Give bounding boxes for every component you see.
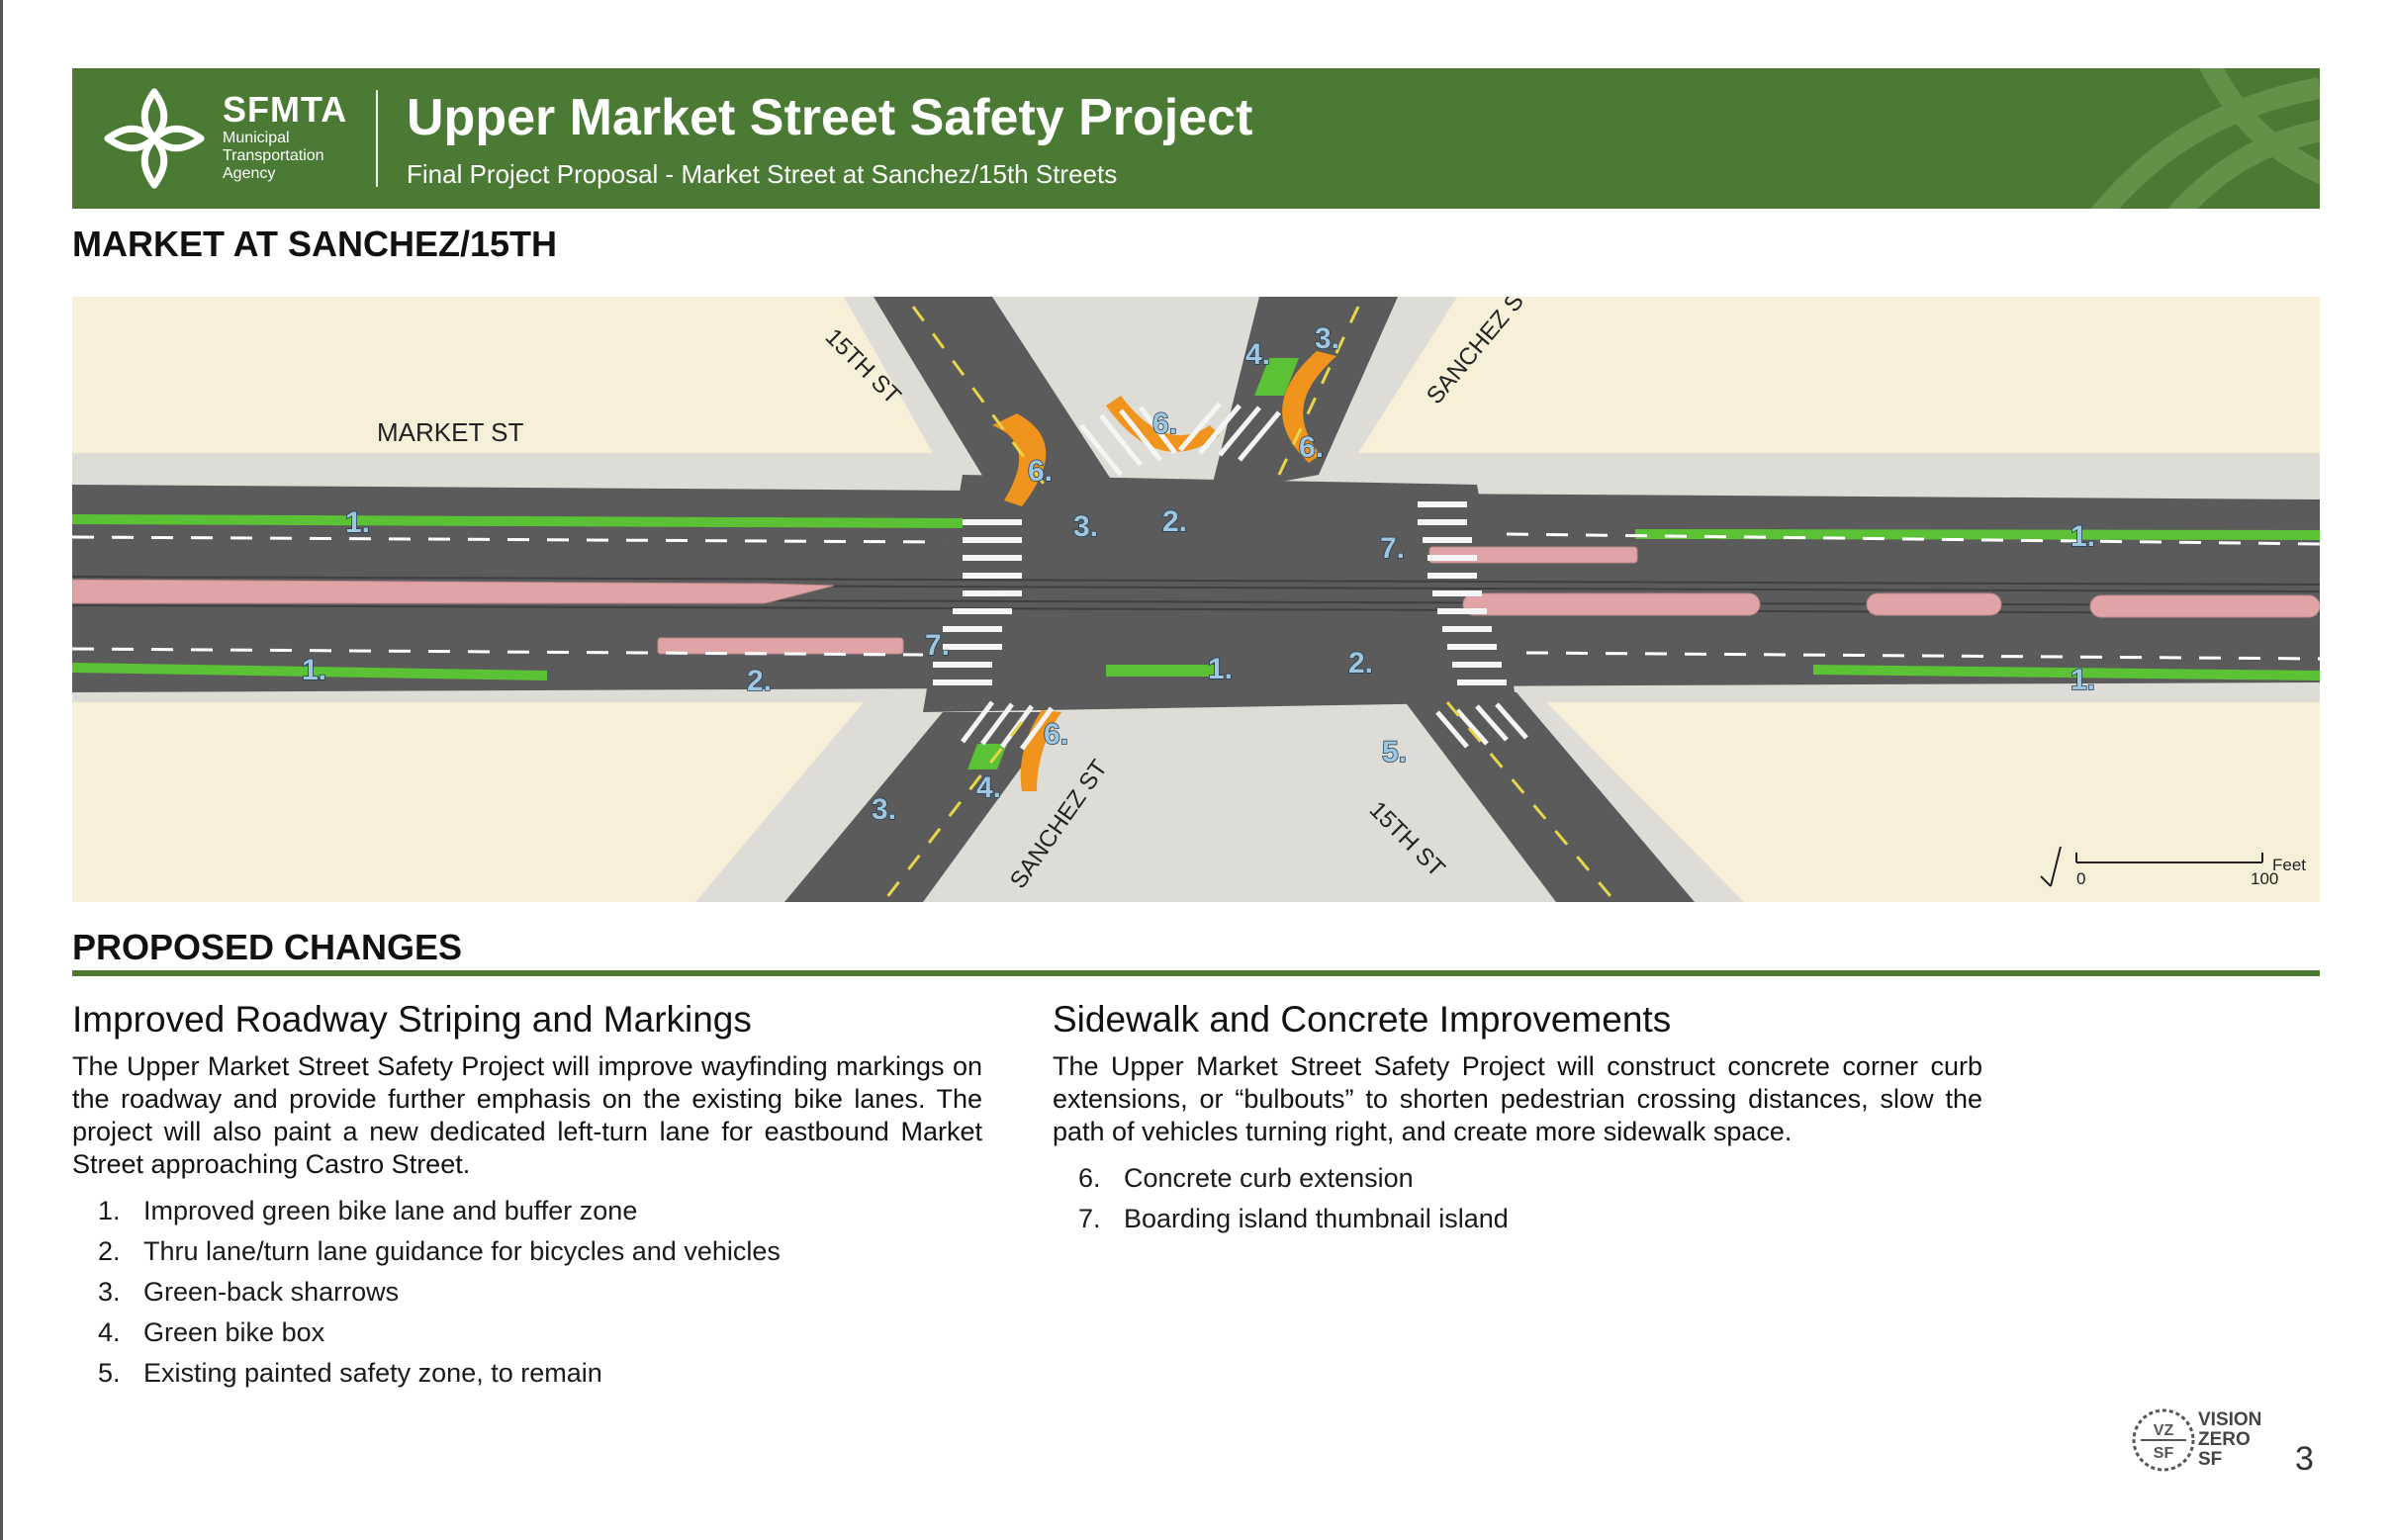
scale-start: 0	[2076, 869, 2085, 888]
section-divider	[72, 970, 2320, 976]
center-striping	[881, 306, 1617, 902]
right-heading: Sidewalk and Concrete Improvements	[1053, 999, 1672, 1040]
vz-line: VISION	[2198, 1409, 2262, 1430]
left-paragraph: The Upper Market Street Safety Project w…	[72, 1051, 982, 1179]
sfmta-logo-text: SFMTA Municipal Transportation Agency	[223, 90, 347, 183]
marker-7: 7.	[925, 629, 950, 662]
street-label-market: MARKET ST	[377, 417, 523, 447]
left-heading: Improved Roadway Striping and Markings	[72, 999, 752, 1040]
left-list: 1. Improved green bike lane and buffer zo…	[72, 1191, 982, 1394]
right-list: 6. Concrete curb extension 7. Boarding isl…	[1053, 1158, 1982, 1239]
marker-1: 1.	[2070, 520, 2095, 553]
list-item: 3. Green-back sharrows	[72, 1272, 982, 1313]
right-column: Sidewalk and Concrete Improvements The U…	[1053, 999, 1982, 1239]
marker-1: 1.	[345, 506, 370, 539]
list-number: 5.	[98, 1358, 121, 1388]
marker-4: 4.	[976, 771, 1001, 804]
list-item: 1. Improved green bike lane and buffer zo…	[72, 1191, 982, 1231]
scale-unit: Feet	[2272, 856, 2306, 874]
logo-sub-line: Transportation	[223, 147, 324, 164]
marker-2: 2.	[747, 665, 772, 697]
list-text: Boarding island thumbnail island	[1124, 1204, 1509, 1233]
marker-2: 2.	[1162, 505, 1187, 538]
marker-6: 6.	[1044, 718, 1068, 751]
list-number: 6.	[1078, 1163, 1101, 1193]
marker-6: 6.	[1152, 408, 1177, 440]
logo-name: SFMTA	[223, 89, 348, 130]
list-text: Existing painted safety zone, to remain	[143, 1358, 602, 1388]
marker-3: 3.	[1073, 510, 1098, 543]
page-number: 3	[2295, 1440, 2314, 1478]
list-number: 1.	[98, 1196, 121, 1225]
boarding-islands	[72, 546, 2320, 655]
marker-6: 6.	[1028, 455, 1053, 488]
vision-zero-logo-icon: VZ SF	[2132, 1408, 2195, 1472]
list-number: 3.	[98, 1277, 121, 1307]
vz-letters-bottom: SF	[2154, 1445, 2174, 1462]
logo-sub-line: Municipal	[223, 130, 290, 146]
fifteenth-st-nw-road	[874, 297, 1121, 524]
header-divider	[376, 90, 378, 187]
logo-sub-line: Agency	[223, 165, 276, 182]
list-item: 7. Boarding island thumbnail island	[1053, 1199, 1982, 1239]
crosswalks	[933, 501, 1507, 685]
section-title-proposed: PROPOSED CHANGES	[72, 927, 463, 967]
bike-lanes	[72, 358, 2320, 770]
marker-5: 5.	[1382, 736, 1407, 769]
marker-1: 1.	[2070, 664, 2095, 696]
vz-letters-top: VZ	[2154, 1422, 2174, 1439]
list-text: Concrete curb extension	[1124, 1163, 1414, 1193]
header-decoration-icon	[2090, 68, 2320, 209]
marker-1: 1.	[302, 654, 326, 686]
list-item: 5. Existing painted safety zone, to remai…	[72, 1353, 982, 1394]
list-item: 6. Concrete curb extension	[1053, 1158, 1982, 1199]
intersection-diagram: MARKET ST 15TH ST SANCHEZ ST SANCHEZ ST …	[72, 297, 2320, 902]
fifteenth-st-se-road	[1398, 692, 1695, 902]
list-text: Green-back sharrows	[143, 1277, 400, 1307]
list-text: Thru lane/turn lane guidance for bicycle…	[143, 1236, 781, 1266]
left-column: Improved Roadway Striping and Markings T…	[72, 999, 982, 1394]
marker-6: 6.	[1299, 431, 1324, 464]
section-title-intersection: MARKET AT SANCHEZ/15TH	[72, 224, 558, 264]
scale-end: 100	[2251, 869, 2278, 888]
vz-line: SF	[2198, 1449, 2223, 1470]
right-paragraph: The Upper Market Street Safety Project w…	[1053, 1051, 1982, 1146]
intersection-core	[923, 475, 1517, 712]
vz-line: ZERO	[2198, 1429, 2251, 1450]
list-item: 4. Green bike box	[72, 1313, 982, 1353]
marker-4: 4.	[1245, 338, 1270, 371]
page-edge	[0, 0, 3, 1540]
vision-zero-text: VISION ZERO SF	[2198, 1410, 2261, 1470]
page-subtitle: Final Project Proposal - Market Street a…	[407, 159, 1118, 189]
list-text: Green bike box	[143, 1317, 325, 1347]
list-number: 4.	[98, 1317, 121, 1347]
marker-7: 7.	[1380, 532, 1405, 565]
lane-striping	[72, 532, 2320, 661]
scale-bar	[2040, 846, 2263, 887]
list-number: 2.	[98, 1236, 121, 1266]
list-item: 2. Thru lane/turn lane guidance for bicyc…	[72, 1231, 982, 1272]
marker-3: 3.	[872, 793, 896, 826]
marker-2: 2.	[1348, 647, 1373, 679]
list-number: 7.	[1078, 1204, 1101, 1233]
page-title: Upper Market Street Safety Project	[407, 89, 1253, 146]
sfmta-logo-icon	[104, 88, 205, 189]
list-text: Improved green bike lane and buffer zone	[143, 1196, 638, 1225]
marker-1: 1.	[1208, 653, 1233, 685]
marker-3: 3.	[1315, 322, 1339, 355]
header-banner: SFMTA Municipal Transportation Agency Up…	[72, 68, 2320, 209]
north-arrow-icon	[2040, 846, 2062, 887]
